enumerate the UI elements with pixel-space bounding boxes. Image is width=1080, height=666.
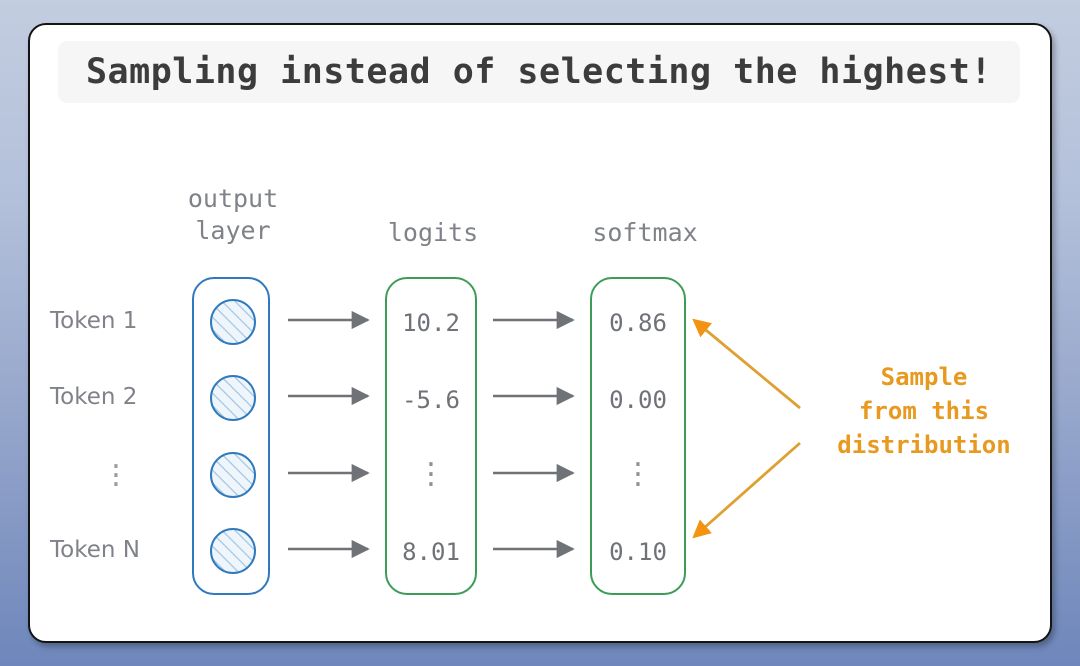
output-layer-box — [192, 277, 270, 595]
slide-card: Sampling instead of selecting the highes… — [28, 23, 1052, 643]
logits-box: 10.2 -5.6 ··· 8.01 — [385, 277, 477, 595]
connector-layer — [288, 310, 801, 559]
column-heading-output-layer: output layer — [187, 184, 279, 245]
neuron-circle — [210, 299, 256, 345]
logits-value-2: -5.6 — [402, 386, 460, 414]
row-label-token-n: Token N — [50, 537, 140, 563]
arrows-logits-to-softmax — [493, 310, 575, 559]
column-heading-softmax: softmax — [592, 218, 698, 247]
neuron-circle — [210, 375, 256, 421]
softmax-value-1: 0.86 — [609, 309, 667, 337]
column-heading-logits: logits — [387, 218, 479, 247]
softmax-value-2: 0.00 — [609, 386, 667, 414]
arrows-layer-to-logits — [288, 310, 370, 559]
softmax-box: 0.86 0.00 ··· 0.10 — [590, 277, 686, 595]
neuron-circle — [210, 528, 256, 574]
title-banner: Sampling instead of selecting the highes… — [58, 41, 1020, 103]
logits-ellipsis: ··· — [423, 450, 439, 500]
sample-callout-text: Sample from this distribution — [837, 363, 1011, 460]
row-label-token-2: Token 2 — [50, 384, 138, 410]
neuron-circle — [210, 452, 256, 498]
page-title: Sampling instead of selecting the highes… — [85, 52, 992, 92]
logits-value-n: 8.01 — [402, 538, 460, 566]
sample-callout-arrows — [692, 318, 801, 539]
softmax-value-n: 0.10 — [609, 538, 667, 566]
logits-value-1: 10.2 — [402, 309, 460, 337]
row-label-ellipsis: ··· — [108, 452, 124, 500]
row-label-token-1: Token 1 — [50, 308, 138, 334]
sampling-diagram: output layer logits softmax Token 1 Toke… — [30, 25, 1050, 641]
softmax-ellipsis: ··· — [630, 450, 646, 500]
